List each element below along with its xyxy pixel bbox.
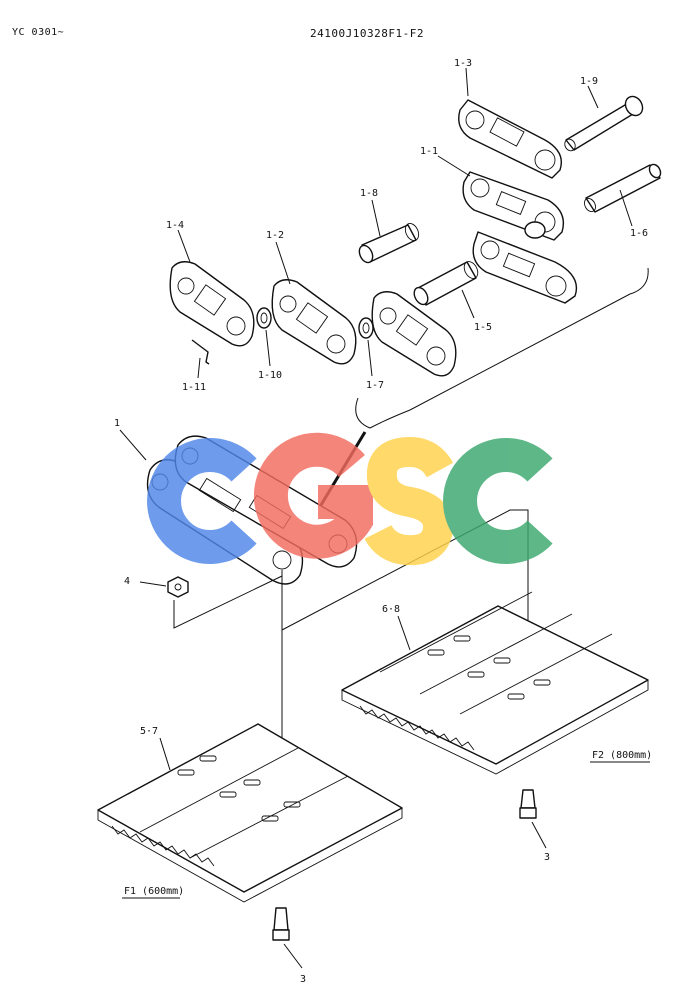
callout-label: 1-8 xyxy=(360,188,378,199)
pin-1-9 xyxy=(564,95,644,152)
link-1-3 xyxy=(458,99,563,179)
variant-f1-label: F1 (600mm) xyxy=(124,886,184,897)
callout-label: 1-2 xyxy=(266,230,284,241)
shoe-f2 xyxy=(341,591,649,775)
nut-4 xyxy=(167,576,189,598)
callout-label: 5·7 xyxy=(140,726,158,737)
bolt-3-f2 xyxy=(519,789,537,819)
variant-f2-label: F2 (800mm) xyxy=(592,750,652,761)
callout-label: 1-9 xyxy=(580,76,598,87)
watermark-letter-c xyxy=(147,438,257,564)
callout-label: 1-10 xyxy=(258,370,282,381)
pin-1-11 xyxy=(191,339,210,365)
callout-label: 1-4 xyxy=(166,220,184,231)
watermark-letter-c2 xyxy=(443,438,553,564)
bolt-3-f1 xyxy=(272,907,290,941)
bushing-1-5 xyxy=(413,261,479,306)
watermark-letter-g xyxy=(253,432,373,559)
callout-label: 6·8 xyxy=(382,604,400,615)
bushing-1-6 xyxy=(583,163,662,213)
callout-label: 3 xyxy=(544,852,550,863)
callout-label: 1 xyxy=(114,418,120,429)
callout-label: 1-1 xyxy=(420,146,438,157)
callout-label: 1-7 xyxy=(366,380,384,391)
callout-label: 1-6 xyxy=(630,228,648,239)
link-1-5-lower xyxy=(371,291,457,377)
callout-label: 1-5 xyxy=(474,322,492,333)
serial-range: YC 0301~ xyxy=(12,27,65,38)
callout-label: 3 xyxy=(300,974,306,985)
bushing-1-8 xyxy=(358,223,420,264)
link-1-4 xyxy=(169,261,255,347)
link-1-2 xyxy=(271,279,357,365)
seal-1-7 xyxy=(358,317,374,339)
shoe-f1 xyxy=(97,723,403,903)
drawing-number: 24100J10328F1-F2 xyxy=(310,27,424,40)
watermark-letter-s xyxy=(364,436,454,566)
callout-label: 1-3 xyxy=(454,58,472,69)
link-1-1 xyxy=(462,171,565,241)
seal-1-10 xyxy=(256,307,272,329)
group-bracket xyxy=(355,267,649,429)
link-1-5-upper xyxy=(472,231,578,304)
callout-label: 1-11 xyxy=(182,382,206,393)
callout-label: 4 xyxy=(124,576,130,587)
watermark-logo xyxy=(147,432,553,566)
